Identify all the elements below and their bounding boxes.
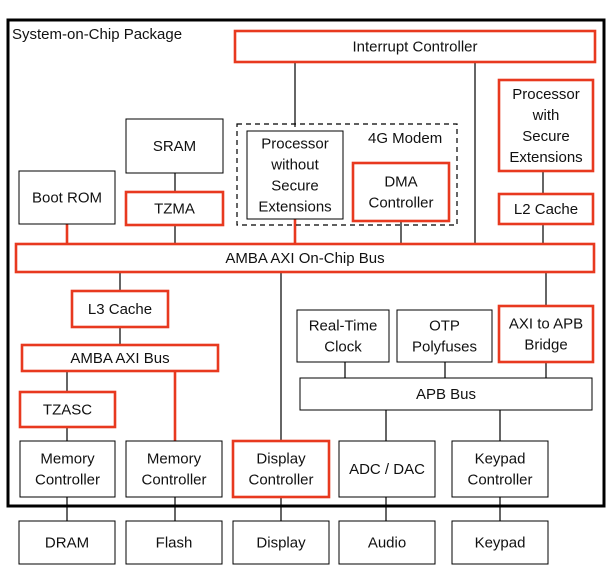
tzasc-label: TZASC bbox=[43, 402, 92, 419]
label-line: Extensions bbox=[509, 149, 582, 166]
package-title: System-on-Chip Package bbox=[12, 26, 182, 43]
label-line: AMBA AXI On-Chip Bus bbox=[225, 250, 384, 267]
label-line: with bbox=[532, 107, 560, 124]
tzma-label: TZMA bbox=[154, 201, 195, 218]
label-line: AXI to APB bbox=[509, 316, 583, 333]
adc-dac-block: ADC / DAC bbox=[338, 440, 436, 498]
label-line: DRAM bbox=[45, 535, 89, 552]
apb-bus-label: APB Bus bbox=[416, 386, 476, 403]
dram-label: DRAM bbox=[45, 535, 89, 552]
label-line: APB Bus bbox=[416, 386, 476, 403]
sram-label: SRAM bbox=[153, 138, 196, 155]
interrupt-controller-label: Interrupt Controller bbox=[352, 39, 477, 56]
interrupt-controller-block: Interrupt Controller bbox=[233, 29, 597, 64]
label-line: Controller bbox=[368, 195, 433, 212]
otp-polyfuses-label: OTP Polyfuses bbox=[412, 318, 477, 356]
amba-axi-bus-label: AMBA AXI Bus bbox=[70, 350, 169, 367]
keypad-label: Keypad bbox=[475, 535, 526, 552]
label-line: Real-Time bbox=[309, 318, 378, 335]
boot-rom-label: Boot ROM bbox=[32, 190, 102, 207]
label-line: L2 Cache bbox=[514, 201, 578, 218]
label-line: TZASC bbox=[43, 402, 92, 419]
dram-block: DRAM bbox=[18, 520, 116, 565]
l2-cache-block: L2 Cache bbox=[497, 192, 595, 226]
audio-label: Audio bbox=[368, 535, 406, 552]
label-line: Controller bbox=[467, 472, 532, 489]
display-block: Display bbox=[232, 520, 330, 565]
label-line: Memory bbox=[40, 451, 95, 468]
axi-to-apb-bridge-label: AXI to APB Bridge bbox=[509, 316, 583, 354]
label-line: Controller bbox=[141, 472, 206, 489]
label-line: OTP bbox=[429, 318, 460, 335]
label-line: Extensions bbox=[258, 199, 331, 216]
keypad-block: Keypad bbox=[451, 520, 549, 565]
amba-axi-onchip-bus-block: AMBA AXI On-Chip Bus bbox=[14, 242, 596, 274]
apb-bus-block: APB Bus bbox=[299, 377, 593, 411]
label-line: Secure bbox=[271, 178, 319, 195]
label-line: Audio bbox=[368, 535, 406, 552]
label-line: Display bbox=[256, 535, 306, 552]
display-label: Display bbox=[256, 535, 306, 552]
flash-label: Flash bbox=[156, 535, 193, 552]
label-line: Controller bbox=[248, 472, 313, 489]
tzasc-block: TZASC bbox=[18, 390, 117, 429]
dma-controller-label: DMA Controller bbox=[368, 174, 433, 212]
otp-polyfuses-block: OTP Polyfuses bbox=[396, 309, 493, 363]
modem-region bbox=[236, 123, 458, 226]
label-line: Processor bbox=[512, 86, 580, 103]
label-line: Keypad bbox=[475, 451, 526, 468]
amba-axi-bus-block: AMBA AXI Bus bbox=[20, 343, 220, 373]
tzma-block: TZMA bbox=[124, 190, 225, 227]
flash-block: Flash bbox=[125, 520, 223, 565]
label-line: DMA bbox=[384, 174, 417, 191]
label-line: L3 Cache bbox=[88, 301, 152, 318]
soc-package-border bbox=[6, 18, 606, 508]
label-line: ADC / DAC bbox=[349, 461, 425, 478]
label-line: Clock bbox=[324, 339, 362, 356]
label-line: SRAM bbox=[153, 138, 196, 155]
label-line: Processor bbox=[261, 136, 329, 153]
label-line: Keypad bbox=[475, 535, 526, 552]
adc-dac-label: ADC / DAC bbox=[349, 461, 425, 478]
modem-title: 4G Modem bbox=[368, 130, 442, 147]
amba-axi-onchip-bus-label: AMBA AXI On-Chip Bus bbox=[225, 250, 384, 267]
connections bbox=[65, 62, 547, 521]
label-line: Controller bbox=[35, 472, 100, 489]
label-line: Boot ROM bbox=[32, 190, 102, 207]
label-line: TZMA bbox=[154, 201, 195, 218]
label-line: without bbox=[270, 157, 319, 174]
l3-cache-label: L3 Cache bbox=[88, 301, 152, 318]
label-line: Display bbox=[256, 451, 306, 468]
sram-block: SRAM bbox=[125, 118, 224, 174]
label-line: Memory bbox=[147, 451, 202, 468]
dma-controller-block: DMA Controller bbox=[351, 161, 451, 223]
audio-block: Audio bbox=[338, 520, 436, 565]
l3-cache-block: L3 Cache bbox=[70, 289, 170, 329]
boot-rom-block: Boot ROM bbox=[18, 170, 116, 225]
axi-to-apb-bridge-block: AXI to APB Bridge bbox=[497, 304, 595, 364]
label-line: Flash bbox=[156, 535, 193, 552]
l2-cache-label: L2 Cache bbox=[514, 201, 578, 218]
label-line: Interrupt Controller bbox=[352, 39, 477, 56]
label-line: Polyfuses bbox=[412, 339, 477, 356]
label-line: AMBA AXI Bus bbox=[70, 350, 169, 367]
label-line: Bridge bbox=[524, 337, 567, 354]
label-line: Secure bbox=[522, 128, 570, 145]
